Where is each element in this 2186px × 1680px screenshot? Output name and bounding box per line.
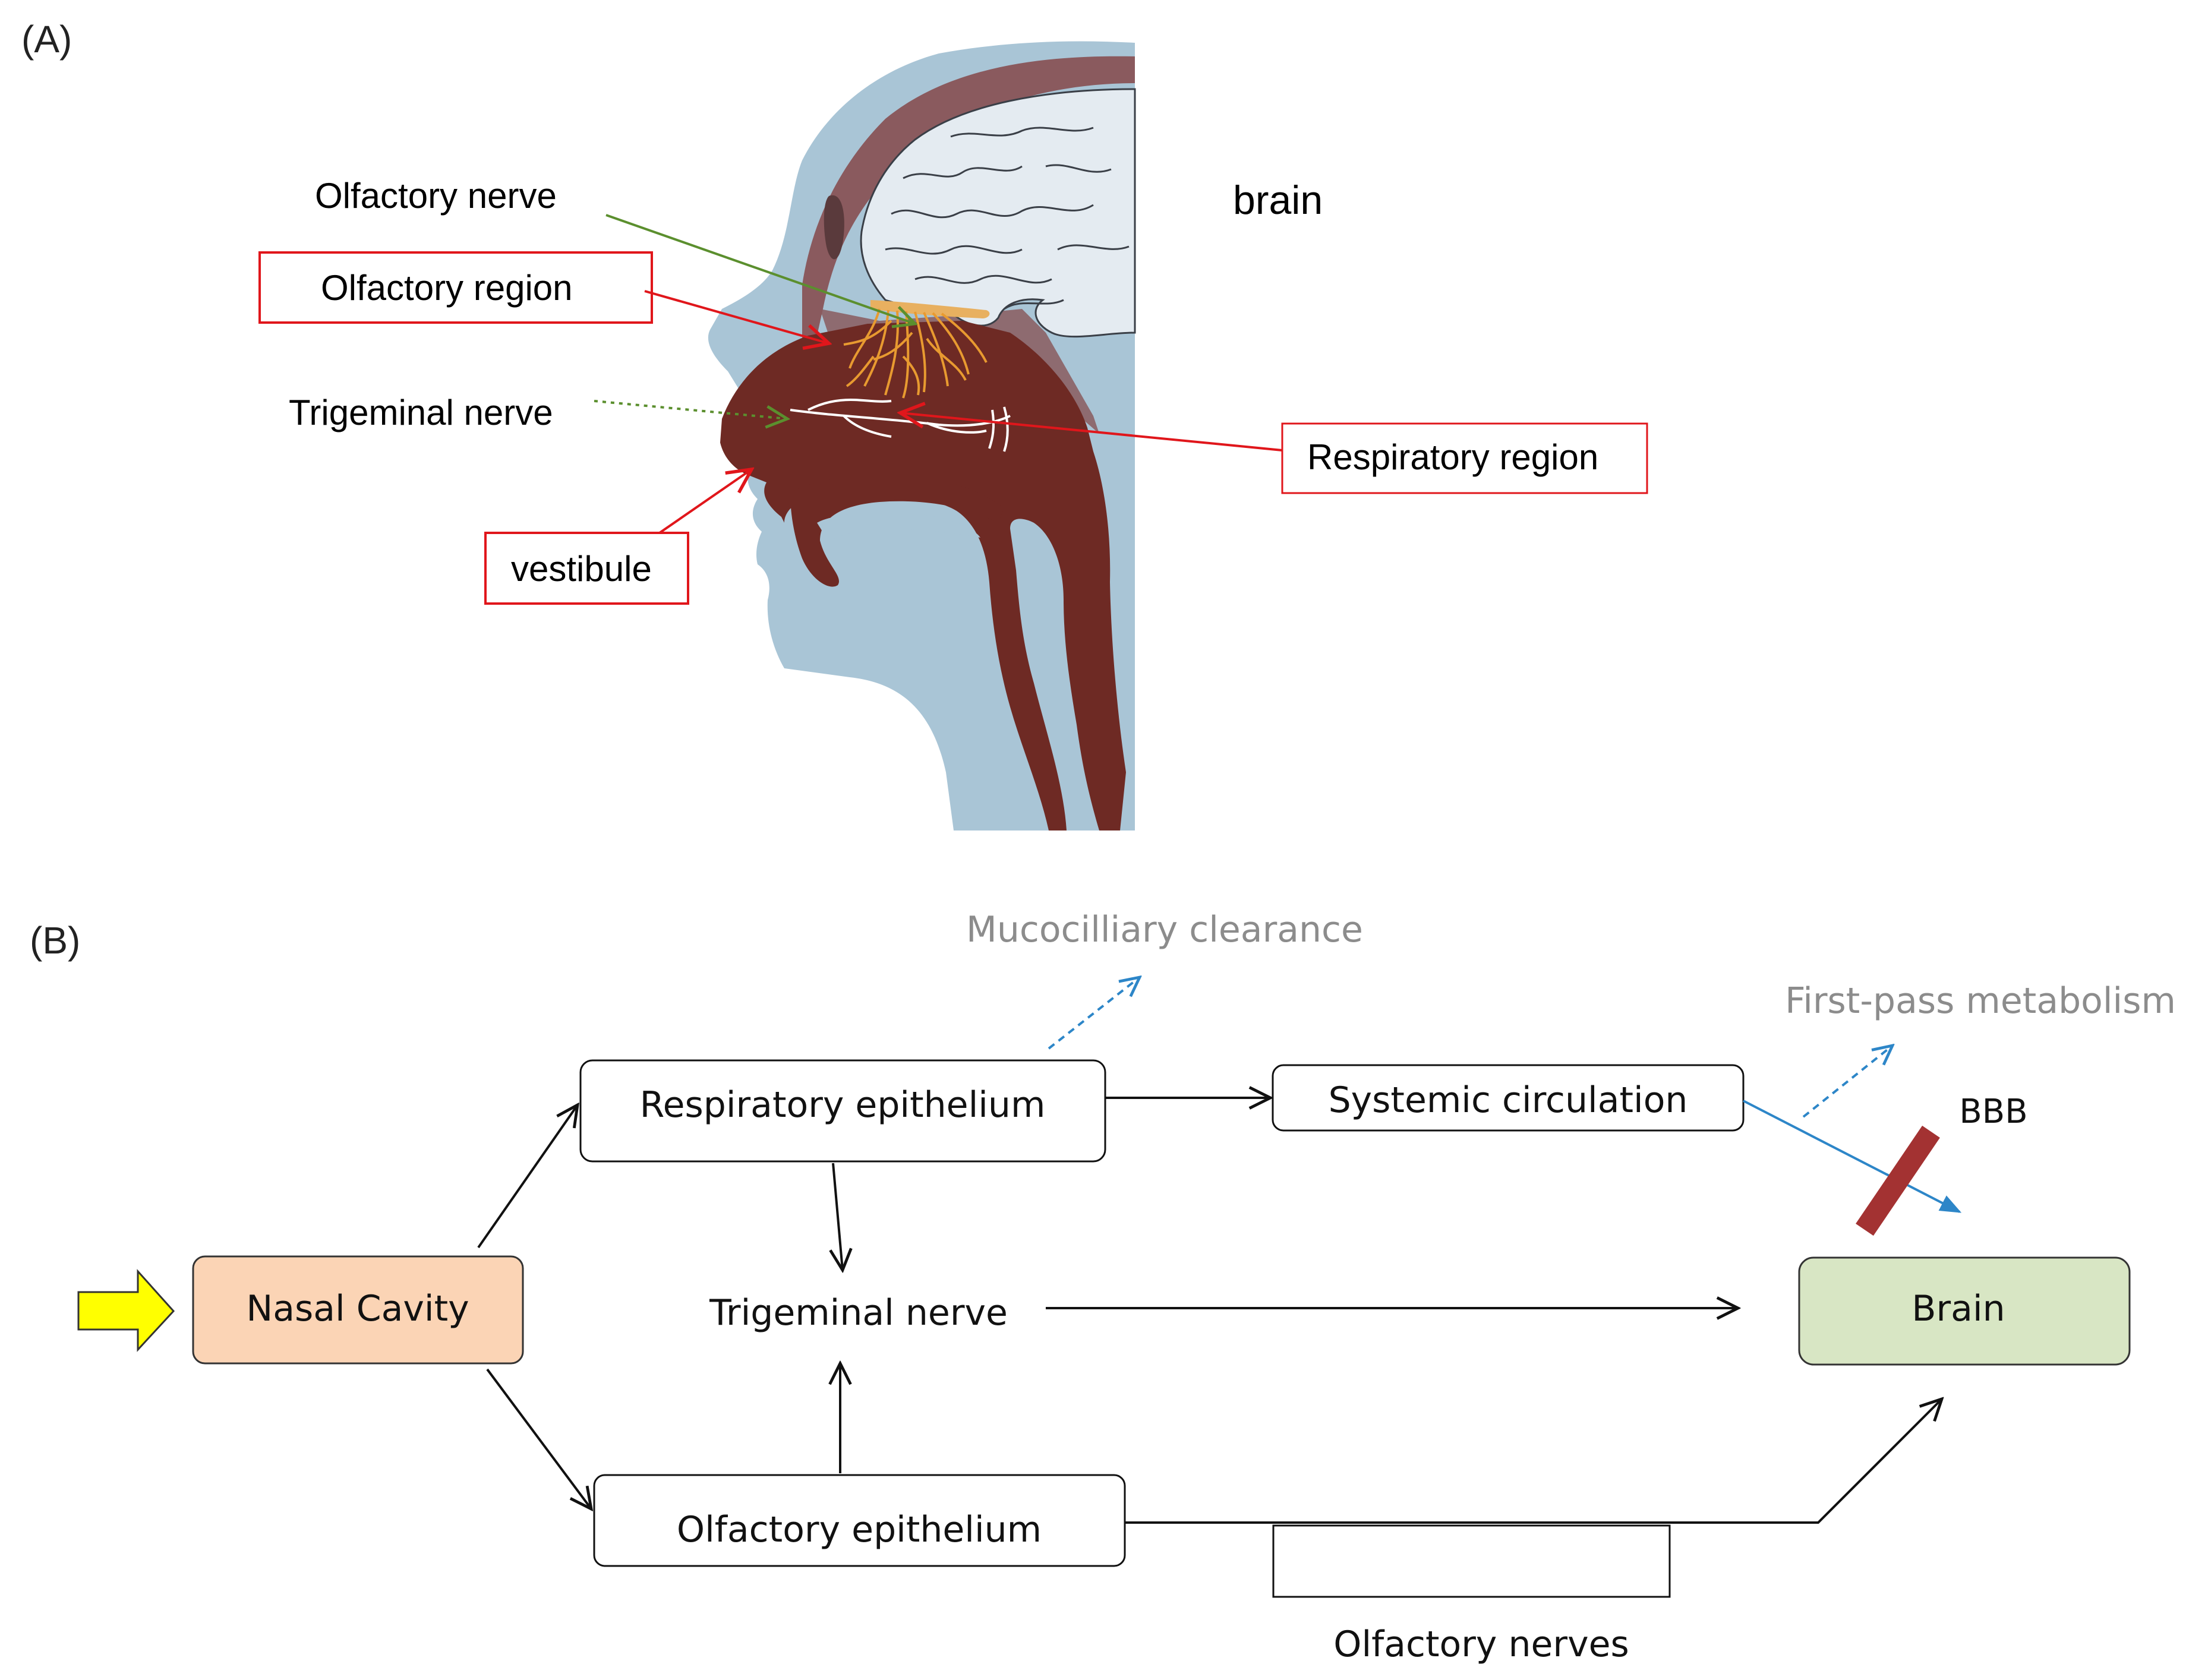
node-nasal-cavity: Nasal Cavity <box>246 1288 469 1330</box>
skull-band <box>802 56 1135 345</box>
arrow-nasal-to-olfactory <box>486 1368 591 1509</box>
panel-a-tag: (A) <box>21 18 72 61</box>
node-trigeminal-nerve: Trigeminal nerve <box>709 1292 1008 1334</box>
vestibule-box <box>484 532 689 605</box>
arrow-vestibule <box>658 469 752 534</box>
arrow-mucocilliary <box>1048 977 1140 1050</box>
node-brain: Brain <box>1911 1288 2005 1330</box>
label-first-pass-metabolism: First-pass metabolism <box>1785 980 2176 1022</box>
trigeminal-branches <box>790 399 1011 452</box>
label-bbb: BBB <box>1959 1092 2027 1131</box>
label-olfactory-nerves: Olfactory nerves <box>1333 1624 1629 1665</box>
nasal-airway <box>720 321 1126 830</box>
arrow-respiratory-to-trigeminal <box>833 1163 843 1270</box>
oral-pocket <box>817 513 980 542</box>
olfactory-nerves-box <box>1272 1524 1671 1598</box>
brain-box <box>1798 1256 2131 1366</box>
input-arrow <box>77 1269 175 1352</box>
bbb-barrier <box>1856 1125 1940 1236</box>
brain-folds <box>885 127 1130 310</box>
node-systemic-circulation: Systemic circulation <box>1329 1079 1688 1121</box>
arrow-olfactory-region <box>644 290 829 343</box>
olfactory-epithelium-box <box>593 1474 1126 1567</box>
label-mucocilliary-clearance: Mucocilliary clearance <box>966 909 1363 950</box>
arrow-systemic-to-brain <box>1743 1100 1962 1213</box>
tongue <box>790 475 1004 587</box>
nasal-cavity-box <box>192 1255 524 1365</box>
label-olfactory-nerve: Olfactory nerve <box>315 176 557 216</box>
label-respiratory-region: Respiratory region <box>1307 437 1598 477</box>
label-brain: brain <box>1233 178 1323 223</box>
arrow-olfactory-nerve <box>605 214 915 324</box>
arrow-olfactory-to-brain <box>1125 1399 1942 1524</box>
frontal-sinus <box>824 195 844 260</box>
arrow-respiratory-region <box>900 413 1283 451</box>
arrow-nasal-to-respiratory <box>477 1105 578 1249</box>
node-respiratory-epithelium: Respiratory epithelium <box>640 1084 1046 1126</box>
arrow-trigeminal-nerve <box>594 400 787 419</box>
respiratory-epithelium-box <box>579 1059 1106 1163</box>
olfactory-bulb <box>870 300 990 318</box>
respiratory-region-box <box>1281 422 1648 494</box>
node-olfactory-epithelium: Olfactory epithelium <box>677 1509 1042 1550</box>
olfactory-region-box <box>258 251 653 324</box>
label-trigeminal-nerve-a: Trigeminal nerve <box>289 393 553 432</box>
label-olfactory-region: Olfactory region <box>321 268 573 308</box>
panel-b-tag: (B) <box>30 919 80 962</box>
arrow-first-pass <box>1802 1046 1892 1118</box>
label-vestibule: vestibule <box>511 549 652 589</box>
